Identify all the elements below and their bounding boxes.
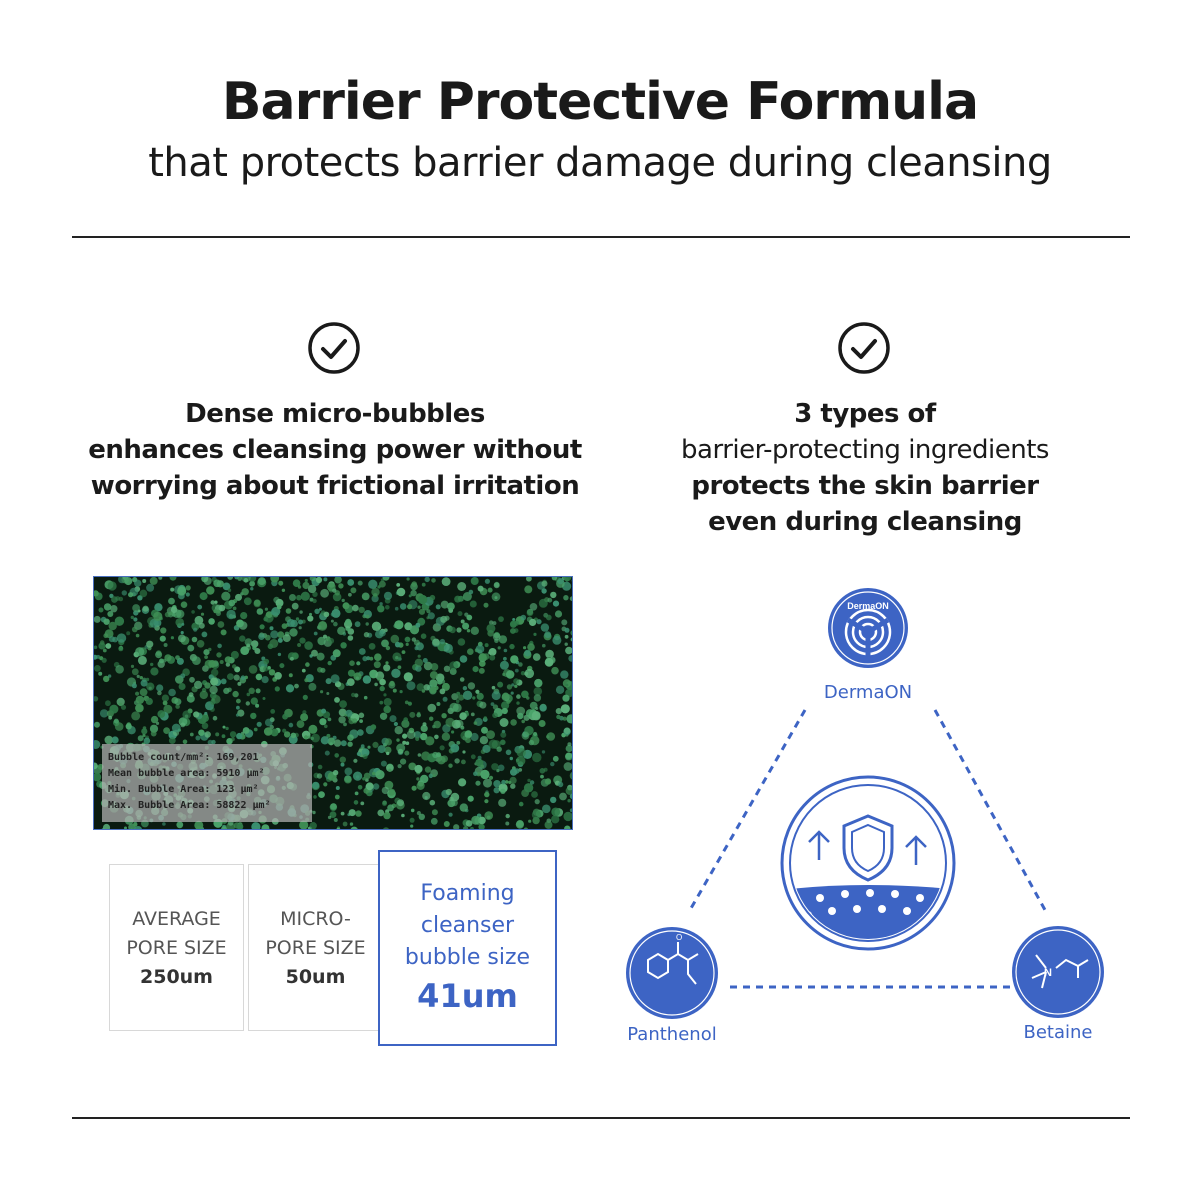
page-title: Barrier Protective Formula	[221, 72, 979, 132]
box-label: AVERAGE	[132, 908, 221, 930]
right-line-3: protects the skin barrier	[691, 471, 1039, 501]
bubble-stats-overlay: Bubble count/mm²: 169,201 Mean bubble ar…	[102, 744, 312, 822]
box-label: cleanser	[420, 913, 515, 938]
bottom-divider	[72, 1117, 1130, 1119]
stat-min-area: Min. Bubble Area: 123 µm²	[108, 784, 259, 795]
svg-text:O: O	[676, 933, 682, 942]
stat-mean-area: Mean bubble area: 5910 µm²	[108, 768, 265, 779]
box-label: bubble size	[404, 945, 531, 970]
box-label: MICRO-	[280, 908, 351, 930]
panthenol-molecule-icon: O	[626, 927, 718, 1019]
left-line-2: enhances cleansing power without	[88, 435, 582, 465]
micro-pore-size-box: MICRO- PORE SIZE 50um	[248, 864, 383, 1031]
box-label: PORE SIZE	[265, 937, 366, 959]
right-line-4: even during cleansing	[708, 507, 1022, 537]
label-dermaon: DermaON	[824, 682, 912, 703]
top-divider	[72, 236, 1130, 238]
page-subtitle: that protects barrier damage during clea…	[148, 140, 1052, 186]
label-betaine: Betaine	[1024, 1022, 1093, 1043]
svg-text:N: N	[1044, 967, 1052, 979]
label-panthenol: Panthenol	[627, 1024, 716, 1045]
right-line-2: barrier-protecting ingredients	[681, 435, 1049, 465]
check-circle-icon	[838, 322, 890, 374]
box-value: 250um	[140, 966, 213, 988]
box-label: PORE SIZE	[126, 937, 227, 959]
box-value: 41um	[417, 977, 518, 1015]
box-value: 50um	[285, 966, 346, 988]
stat-max-area: Max. Bubble Area: 58822 µm²	[108, 800, 271, 811]
barrier-shield-icon	[780, 775, 956, 951]
bubble-micrograph	[93, 576, 573, 830]
left-description: Dense micro-bubbles enhances cleansing p…	[60, 396, 610, 504]
ingredient-diagram: DermaON DermaON O Panthenol	[626, 588, 1104, 1045]
right-description: 3 types of barrier-protecting ingredient…	[620, 396, 1110, 540]
left-line-3: worrying about frictional irritation	[90, 471, 580, 501]
right-line-1: 3 types of	[794, 399, 936, 429]
left-line-1: Dense micro-bubbles	[185, 399, 485, 429]
dermaon-logo-icon: DermaON	[828, 588, 908, 668]
logo-brand-text: DermaON	[847, 601, 889, 611]
stat-bubble-count: Bubble count/mm²: 169,201	[108, 752, 259, 763]
average-pore-size-box: AVERAGE PORE SIZE 250um	[109, 864, 244, 1031]
betaine-molecule-icon: N	[1012, 926, 1104, 1018]
bubble-size-box: Foaming cleanser bubble size 41um	[378, 850, 557, 1046]
check-circle-icon	[308, 322, 360, 374]
box-label: Foaming	[420, 881, 515, 906]
